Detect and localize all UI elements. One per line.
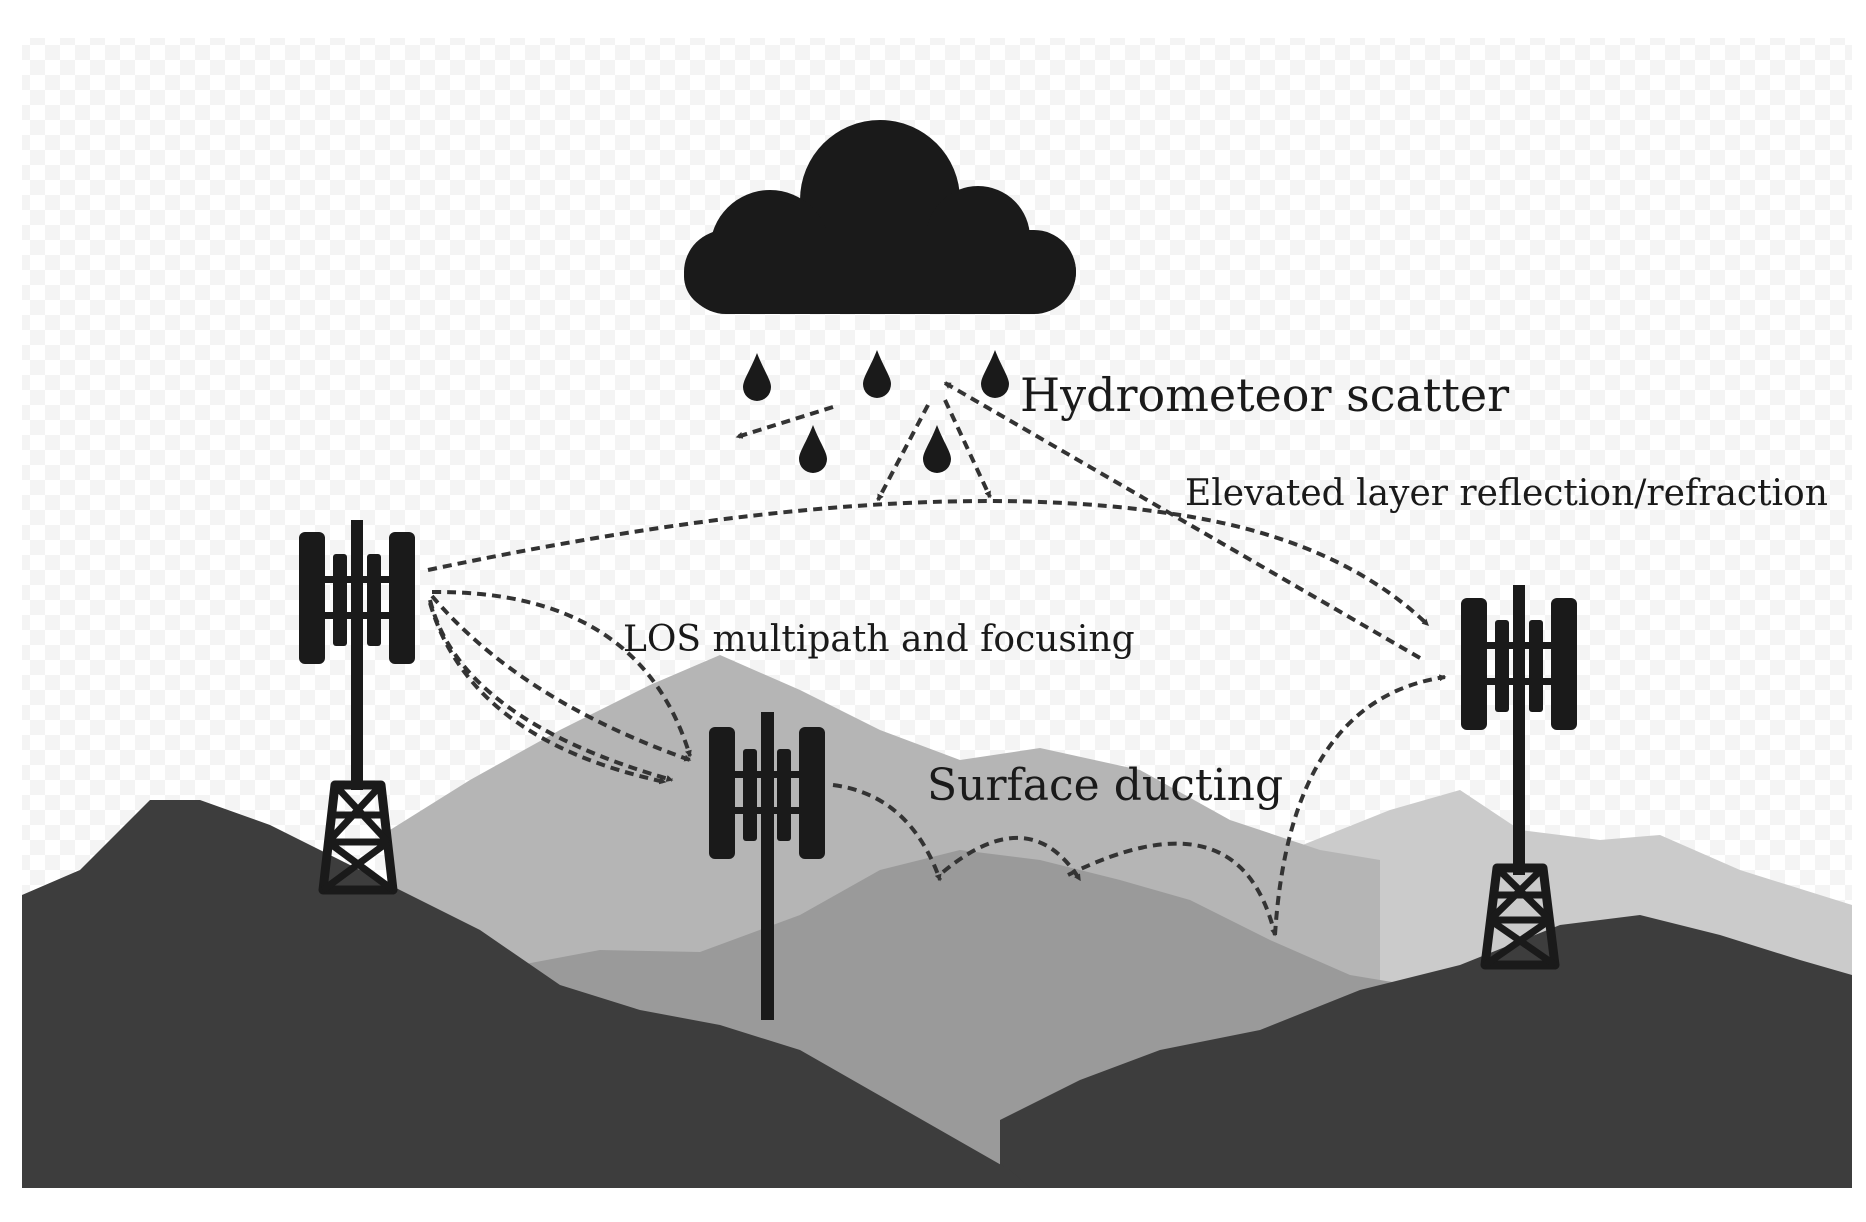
- scatter-arrow: [943, 381, 1422, 660]
- cell-tower-icon: [1461, 585, 1577, 970]
- scatter-arrow: [943, 399, 992, 499]
- cell-tower-icon: [709, 712, 825, 1020]
- surface-duct-arrow: [1067, 841, 1278, 937]
- near-hill-right: [1000, 915, 1852, 1188]
- raindrop-icon: [743, 353, 771, 401]
- terrain: [22, 655, 1852, 1188]
- surface-duct-arrow: [941, 836, 1082, 882]
- elevated-layer-label: Elevated layer reflection/refraction: [1185, 473, 1828, 514]
- scatter-arrow: [876, 404, 930, 502]
- near-hill-left: [22, 800, 1030, 1188]
- raindrop-icon: [923, 425, 951, 473]
- los-multipath-label: LOS multipath and focusing: [623, 619, 1135, 660]
- los-multipath-arrow: [428, 602, 667, 785]
- raindrop-icon: [981, 350, 1009, 398]
- propagation-arrows: [427, 381, 1447, 937]
- cloud-icon: [684, 120, 1076, 314]
- hydrometeor-scatter-label: Hydrometeor scatter: [1020, 368, 1510, 422]
- scatter-arrow: [735, 405, 834, 439]
- cell-tower-icon: [299, 520, 415, 895]
- surface-ducting-label: Surface ducting: [927, 760, 1284, 811]
- los-multipath-arrow: [428, 599, 674, 782]
- raindrops: [743, 350, 1009, 473]
- surface-duct-arrow: [832, 783, 942, 882]
- elevated-layer-arrow: [427, 499, 1430, 627]
- raindrop-icon: [799, 425, 827, 473]
- los-multipath-arrow: [431, 589, 692, 758]
- los-multipath-arrow: [430, 594, 692, 762]
- raindrop-icon: [863, 350, 891, 398]
